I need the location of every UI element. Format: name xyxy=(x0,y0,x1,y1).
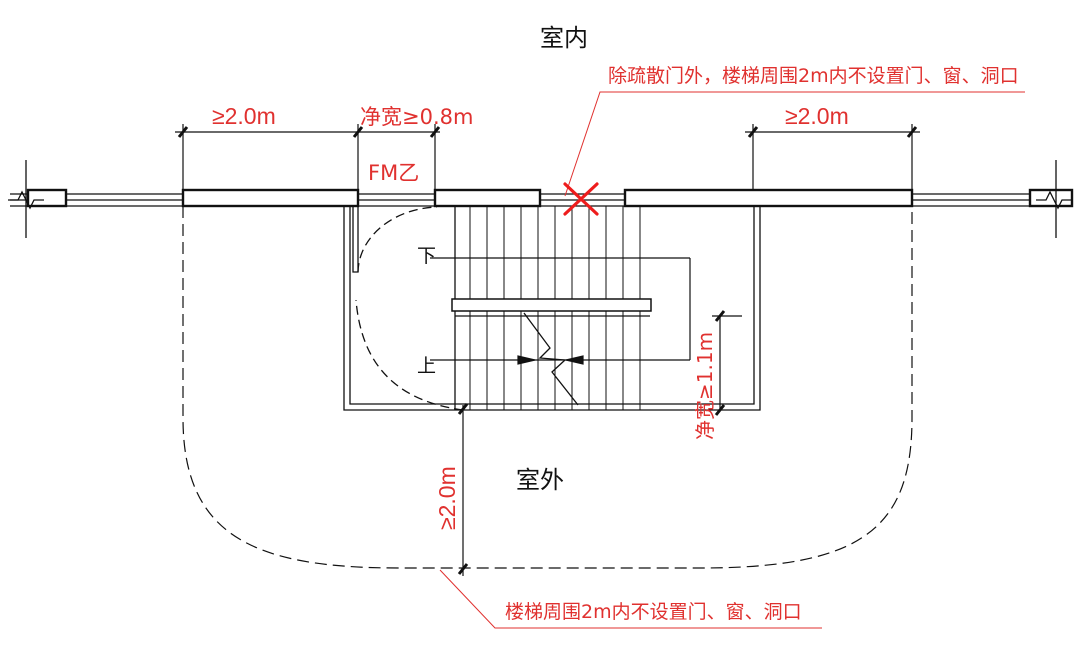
dimension-lines xyxy=(175,124,920,576)
dimension-ticks xyxy=(177,126,918,575)
up-label: 上 xyxy=(417,355,436,377)
left-wall-dimension: ≥2.0m xyxy=(212,103,276,129)
indoor-label: 室内 xyxy=(540,24,588,52)
right-wall-dimension: ≥2.0m xyxy=(785,103,849,129)
stairwell-walls xyxy=(343,206,761,411)
annotation-leaders xyxy=(439,91,1025,629)
fire-door xyxy=(352,206,464,411)
bottom-annotation-note: 楼梯周围2m内不设置门、窗、洞口 xyxy=(505,601,802,623)
flight-break-line xyxy=(523,312,579,406)
stair-handrail xyxy=(451,298,652,312)
door-code-label: FM乙 xyxy=(368,161,419,185)
outdoor-distance-dimension: ≥2.0m xyxy=(434,466,460,530)
break-line-icon xyxy=(8,160,1072,238)
outdoor-label: 室外 xyxy=(516,466,564,494)
door-clear-width-dimension: 净宽≥0.8m xyxy=(360,105,473,129)
down-label: 下 xyxy=(417,245,436,267)
top-annotation-note: 除疏散门外，楼梯周围2m内不设置门、窗、洞口 xyxy=(608,65,1019,87)
landing-width-dimension: 净宽≥1.1m xyxy=(693,332,717,440)
wall-segments xyxy=(26,188,1074,208)
cross-icon xyxy=(563,182,599,216)
clearance-zone-outline xyxy=(182,206,913,569)
